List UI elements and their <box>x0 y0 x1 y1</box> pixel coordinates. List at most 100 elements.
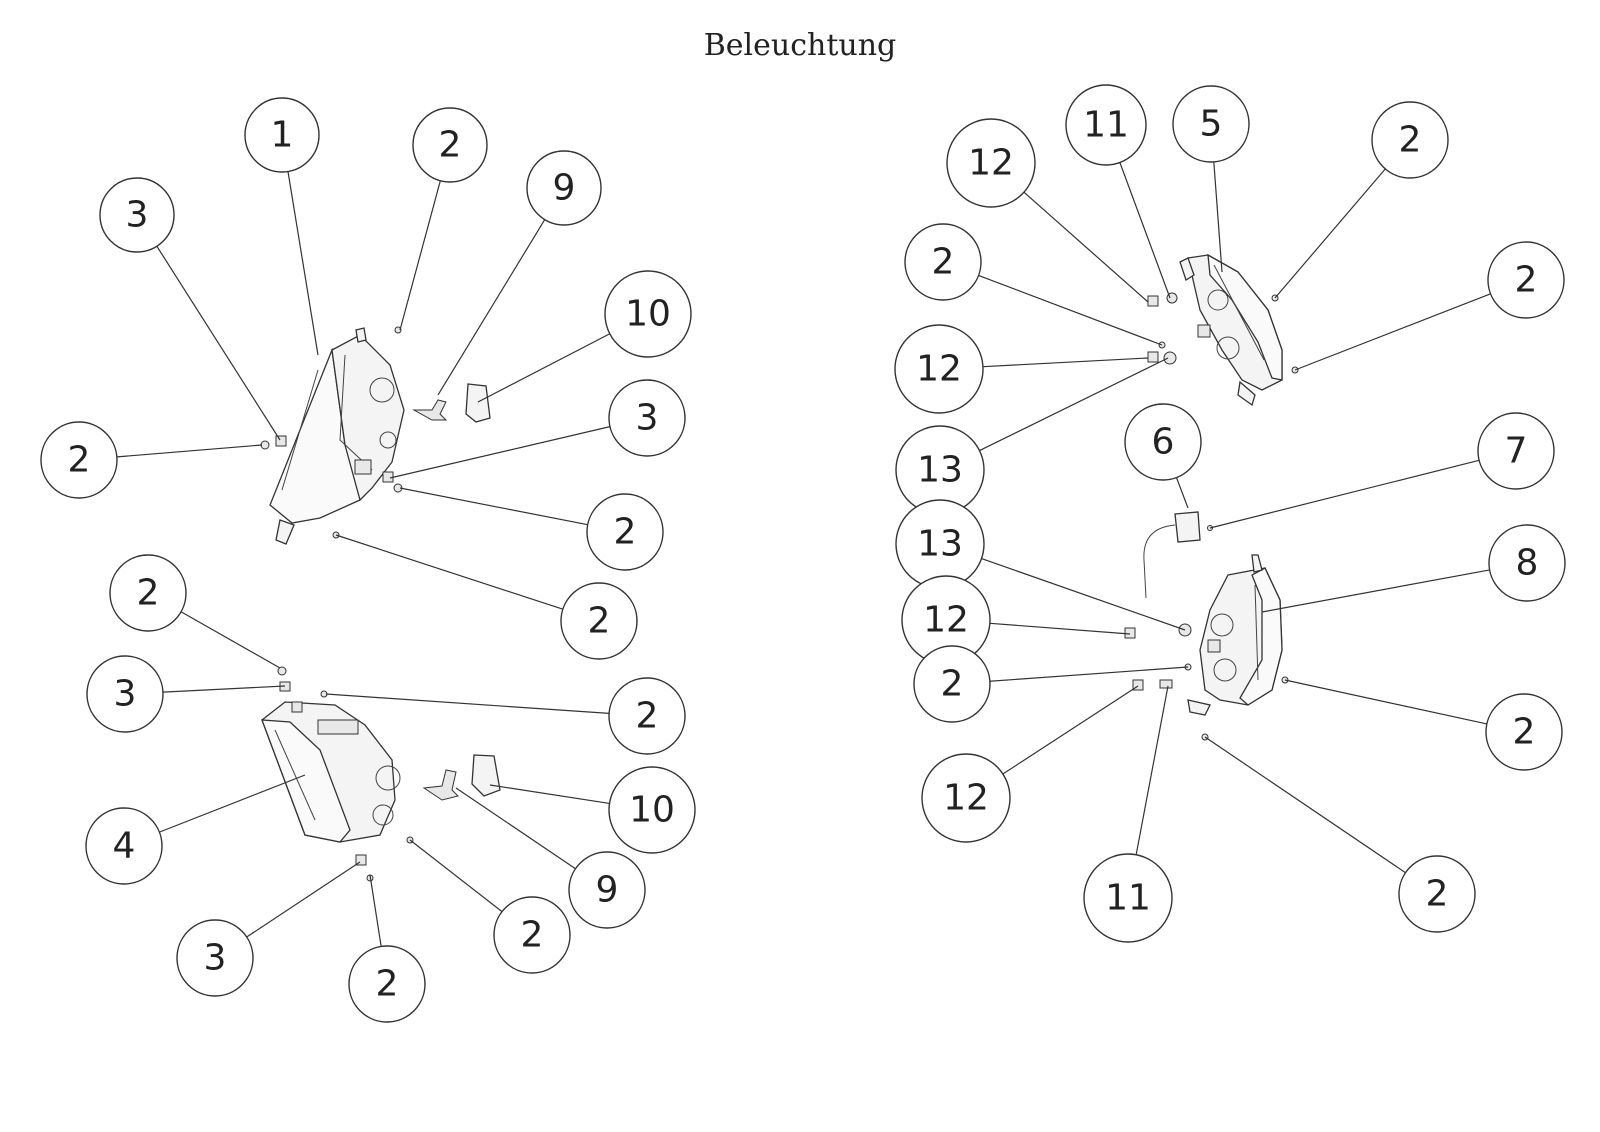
leader-line-12 <box>982 357 1149 368</box>
leader-line-12 <box>1023 191 1149 303</box>
lower-indicator-assembly <box>1124 511 1289 741</box>
callout-number: 2 <box>521 915 544 956</box>
callout-number: 12 <box>968 143 1014 184</box>
callout-2: 2 <box>348 945 426 1023</box>
page-title: Beleuchtung <box>703 28 897 63</box>
leader-line-2 <box>325 693 610 715</box>
callout-circle <box>1488 524 1566 602</box>
callout-circle <box>244 97 320 173</box>
leader-line-10 <box>489 784 610 805</box>
callout-circle <box>1083 853 1173 943</box>
callout-number: 2 <box>376 964 399 1005</box>
callout-circle <box>921 753 1011 843</box>
callout-2: 2 <box>1398 855 1476 933</box>
leader-line-2 <box>1294 293 1491 371</box>
callout-circle <box>176 919 254 997</box>
callout-number: 10 <box>629 790 675 831</box>
leader-line-2 <box>409 839 503 913</box>
leader-line-4 <box>159 774 306 833</box>
callout-circle <box>86 655 164 733</box>
callout-circle <box>604 270 692 358</box>
callout-circle <box>109 554 187 632</box>
callout-number: 6 <box>1152 422 1175 463</box>
callout-7: 7 <box>1477 412 1555 490</box>
callout-circle <box>526 150 602 226</box>
callout-number: 2 <box>1426 874 1449 915</box>
callout-circle <box>894 324 984 414</box>
callout-circle <box>1477 412 1555 490</box>
callout-10: 10 <box>608 766 696 854</box>
leader-line-2 <box>989 666 1189 682</box>
callout-2: 2 <box>109 554 187 632</box>
callout-2: 2 <box>913 645 991 723</box>
callout-2: 2 <box>40 421 118 499</box>
callout-number: 4 <box>113 826 136 867</box>
leader-line-2 <box>1274 168 1386 299</box>
callout-circle <box>1371 101 1449 179</box>
callout-9: 9 <box>526 150 602 226</box>
leader-line-6 <box>1175 477 1189 509</box>
callout-number: 2 <box>1399 120 1422 161</box>
callout-circle <box>1398 855 1476 933</box>
callout-number: 9 <box>596 870 619 911</box>
callout-circle <box>913 645 991 723</box>
callout-number: 12 <box>923 600 969 641</box>
callout-number: 2 <box>68 440 91 481</box>
callout-11: 11 <box>1065 84 1147 166</box>
callout-2: 2 <box>493 896 571 974</box>
leader-line-9 <box>437 219 546 396</box>
leader-line-3 <box>389 426 611 479</box>
leader-line-2 <box>399 180 441 331</box>
callout-number: 2 <box>1513 712 1536 753</box>
callout-circle <box>1485 693 1563 771</box>
leader-line-11 <box>1119 162 1171 299</box>
callout-4: 4 <box>85 807 163 885</box>
callout-number: 2 <box>614 512 637 553</box>
callout-10: 10 <box>604 270 692 358</box>
callout-6: 6 <box>1124 403 1202 481</box>
callout-circle <box>412 107 488 183</box>
leader-line-13 <box>979 357 1169 452</box>
callout-number: 10 <box>625 294 671 335</box>
callout-number: 2 <box>137 573 160 614</box>
callout-2: 2 <box>1485 693 1563 771</box>
callout-3: 3 <box>86 655 164 733</box>
callout-circle <box>608 677 686 755</box>
callout-12: 12 <box>901 575 991 665</box>
callout-13: 13 <box>895 425 985 515</box>
leader-line-2 <box>116 444 263 458</box>
callout-number: 9 <box>553 168 576 209</box>
callout-12: 12 <box>946 118 1036 208</box>
callout-number: 3 <box>126 195 149 236</box>
callout-circle <box>85 807 163 885</box>
callout-circle <box>1065 84 1147 166</box>
leader-line-12 <box>1002 685 1139 775</box>
callout-1: 1 <box>244 97 320 173</box>
callout-2: 2 <box>586 493 664 571</box>
callout-3: 3 <box>176 919 254 997</box>
leader-line-3 <box>156 245 281 441</box>
callout-number: 3 <box>204 938 227 979</box>
leader-line-10 <box>477 333 611 403</box>
leader-line-12 <box>989 622 1131 635</box>
callout-3: 3 <box>608 379 686 457</box>
callout-number: 12 <box>916 349 962 390</box>
leader-line-8 <box>1261 569 1490 613</box>
callout-circle <box>568 851 646 929</box>
callout-number: 7 <box>1505 431 1528 472</box>
callout-circle <box>946 118 1036 208</box>
callout-circle <box>348 945 426 1023</box>
callout-number: 12 <box>943 778 989 819</box>
leader-line-9 <box>455 787 576 870</box>
callout-number: 3 <box>114 674 137 715</box>
leader-line-7 <box>1209 459 1480 529</box>
callout-circle <box>608 766 696 854</box>
leader-line-2 <box>369 874 382 947</box>
callout-2: 2 <box>560 582 638 660</box>
callout-9: 9 <box>568 851 646 929</box>
callout-number: 13 <box>917 524 963 565</box>
leader-line-2 <box>978 274 1163 346</box>
callout-number: 11 <box>1105 878 1151 919</box>
